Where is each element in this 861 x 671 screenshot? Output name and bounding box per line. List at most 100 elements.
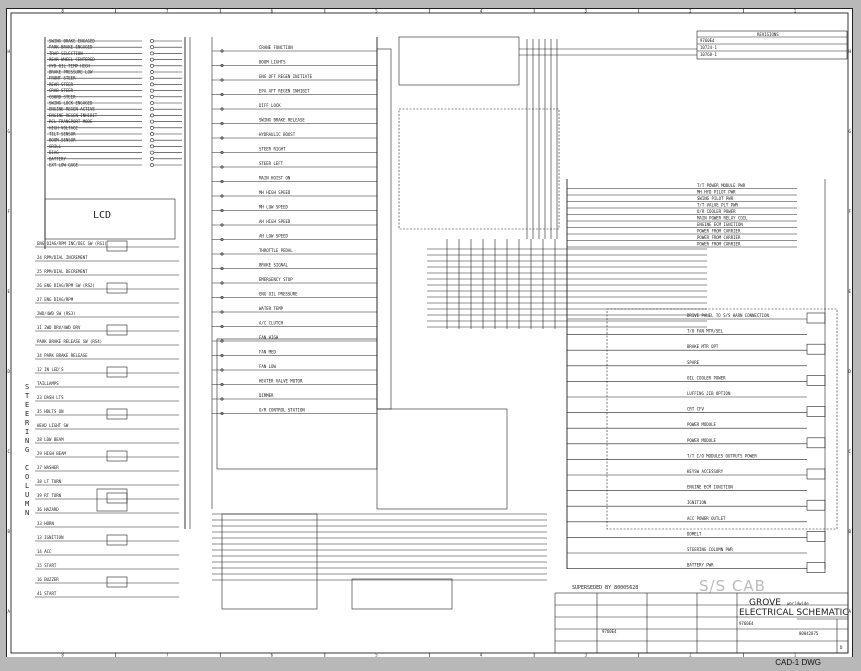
right-circuit-label: POWER MODULE: [687, 422, 716, 427]
relay-symbol: [806, 375, 826, 386]
column-circuit-label: 23 DASH LTS: [37, 395, 64, 400]
svg-text:REVISIONS: REVISIONS: [757, 32, 779, 37]
center-circuit-label: MH LOW SPEED: [259, 205, 288, 210]
center-circuit-label: FAN HIGH: [259, 335, 279, 340]
column-circuit-label: 33 HORN: [37, 521, 54, 526]
svg-text:E: E: [25, 401, 29, 409]
revision-letter: D: [840, 645, 843, 650]
column-circuit-label: 28 LOW BEAM: [37, 437, 64, 442]
center-circuit-label: BRAKE SIGNAL: [259, 263, 288, 268]
relay-symbol: [806, 468, 826, 480]
indicator-lamp-icon: [150, 132, 154, 136]
relay-label: POWER FROM CARRIER: [697, 229, 741, 234]
column-circuit-label: 39 RT TURN: [37, 493, 62, 498]
center-circuit-label: ENG OFF REGEN INITIATE: [259, 74, 313, 79]
svg-text:S: S: [25, 383, 29, 391]
indicator-lamp-icon: [150, 63, 154, 68]
right-circuit-label: OIL COOLER POWER: [687, 375, 726, 380]
center-circuit-label: SWING BRAKE RELEASE: [259, 118, 305, 123]
svg-text:T: T: [25, 392, 30, 400]
indicator-lamp-icon: [150, 51, 154, 56]
zone-bottom-6: 6: [271, 653, 274, 658]
zone-left-E: E: [8, 289, 11, 294]
indicator-lamp-icon: [150, 163, 154, 167]
center-circuit-label: HEATER VALVE MOTOR: [259, 379, 303, 384]
zone-left-G: G: [8, 129, 11, 134]
right-circuit-label: BRAKE MTR OPT: [687, 344, 719, 349]
zone-bottom-7: 7: [166, 653, 169, 658]
svg-text:O: O: [25, 473, 29, 481]
top-connector: [398, 36, 520, 86]
indicator-lamp-icon: [150, 101, 154, 105]
center-circuit-label: STEER LEFT: [259, 161, 284, 166]
zone-right-D: D: [849, 369, 852, 374]
center-circuit-label: FAN LOW: [259, 364, 276, 369]
zone-left-A: A: [8, 609, 11, 614]
switch-symbol: [106, 534, 128, 546]
right-circuit-label: ACC POWER OUTLET: [687, 516, 726, 521]
column-circuit-label: HEAD LIGHT SW: [37, 423, 69, 428]
relay-label: POWER FROM CARRIER: [697, 235, 741, 240]
center-circuit-label: FAN MED: [259, 350, 276, 355]
company-sub: worldwide: [787, 601, 809, 606]
lcd-module: LCD: [44, 198, 176, 240]
column-circuit-label: 12 IN LED'S: [37, 367, 64, 372]
relay-symbol: [806, 562, 826, 573]
zone-bottom-3: 3: [584, 653, 587, 658]
title-block: S/S CAB GROVE worldwide ELECTRICAL SCHEM…: [554, 577, 849, 654]
connector-block: [221, 513, 318, 610]
zone-bottom-5: 5: [375, 653, 378, 658]
relay-symbol: [806, 499, 826, 511]
indicator-lamp-icon: [150, 113, 154, 118]
zone-left-B: B: [8, 529, 11, 534]
center-circuit-label: DIMMER: [259, 393, 274, 398]
center-circuit-label: O/R CONTROL STATION: [259, 408, 305, 413]
wiring: [212, 39, 707, 581]
center-circuit-label: ENG OIL PRESSURE: [259, 292, 298, 297]
relay-label: T/T VALVE PLT PWR: [697, 203, 739, 208]
drawing-title: ELECTRICAL SCHEMATIC: [739, 608, 849, 618]
center-circuit-label: BOOM LIGHTS: [259, 60, 286, 65]
column-circuit-label: TAILLAMPS: [37, 381, 59, 386]
switch-symbol: [106, 240, 128, 252]
zone-top-1: 1: [794, 9, 797, 14]
center-circuit-label: EPA AFT REGEN INHIBIT: [259, 89, 310, 94]
column-circuit-label: 25 RPM/DIAL DECREMENT: [37, 269, 88, 274]
column-circuit-label: 34 PARK BRAKE RELEASE: [37, 353, 88, 358]
switch-symbol: [106, 492, 128, 504]
relay-symbol: [806, 531, 826, 542]
column-circuit-label: ENG DIAG/RPM INC/DEC SW (RS1): [37, 241, 107, 246]
lcd-label: LCD: [93, 210, 111, 221]
switch-symbol: [106, 282, 128, 294]
right-circuit-label: BATTERY PWR: [687, 563, 714, 568]
zone-right-C: C: [849, 449, 852, 454]
switch-symbol: [106, 450, 128, 462]
column-circuit-label: 26 ENG DIAG/RPM SW (RS2): [37, 283, 95, 288]
zone-top-6: 6: [271, 9, 274, 14]
column-circuit-label: 35 HDLTS ON: [37, 409, 64, 414]
or-control-station: [376, 408, 508, 510]
switch-symbol: [106, 324, 128, 336]
center-circuit-label: HYDRAULIC BOOST: [259, 132, 296, 137]
center-circuit-label: DIFF LOCK: [259, 103, 281, 108]
lmi-dashed-box: [398, 108, 560, 230]
indicator-lamp-icon: [150, 82, 154, 87]
zone-bottom-8: 8: [61, 653, 64, 658]
zone-bottom-4: 4: [480, 653, 483, 658]
column-circuit-label: 31 2WD DRV/4WD DRV: [37, 325, 81, 330]
svg-text:10768-1: 10768-1: [700, 52, 717, 57]
drawing-number: 9760E4: [739, 621, 754, 626]
column-circuit-label: 41 START: [37, 591, 57, 596]
relay-label: ENGINE ECM IGNITION: [697, 222, 743, 227]
indicator-lamp-icon: [150, 94, 154, 99]
zone-right-F: F: [849, 209, 852, 214]
center-circuit-label: AH HIGH SPEED: [259, 219, 291, 224]
switch-symbol: [106, 408, 128, 420]
indicator-lamp-icon: [150, 39, 154, 43]
column-circuit-label: 29 HIGH BEAM: [37, 451, 66, 456]
svg-text:I: I: [25, 428, 29, 436]
column-circuit-label: 2WD/4WD SW (RS3): [37, 311, 76, 316]
